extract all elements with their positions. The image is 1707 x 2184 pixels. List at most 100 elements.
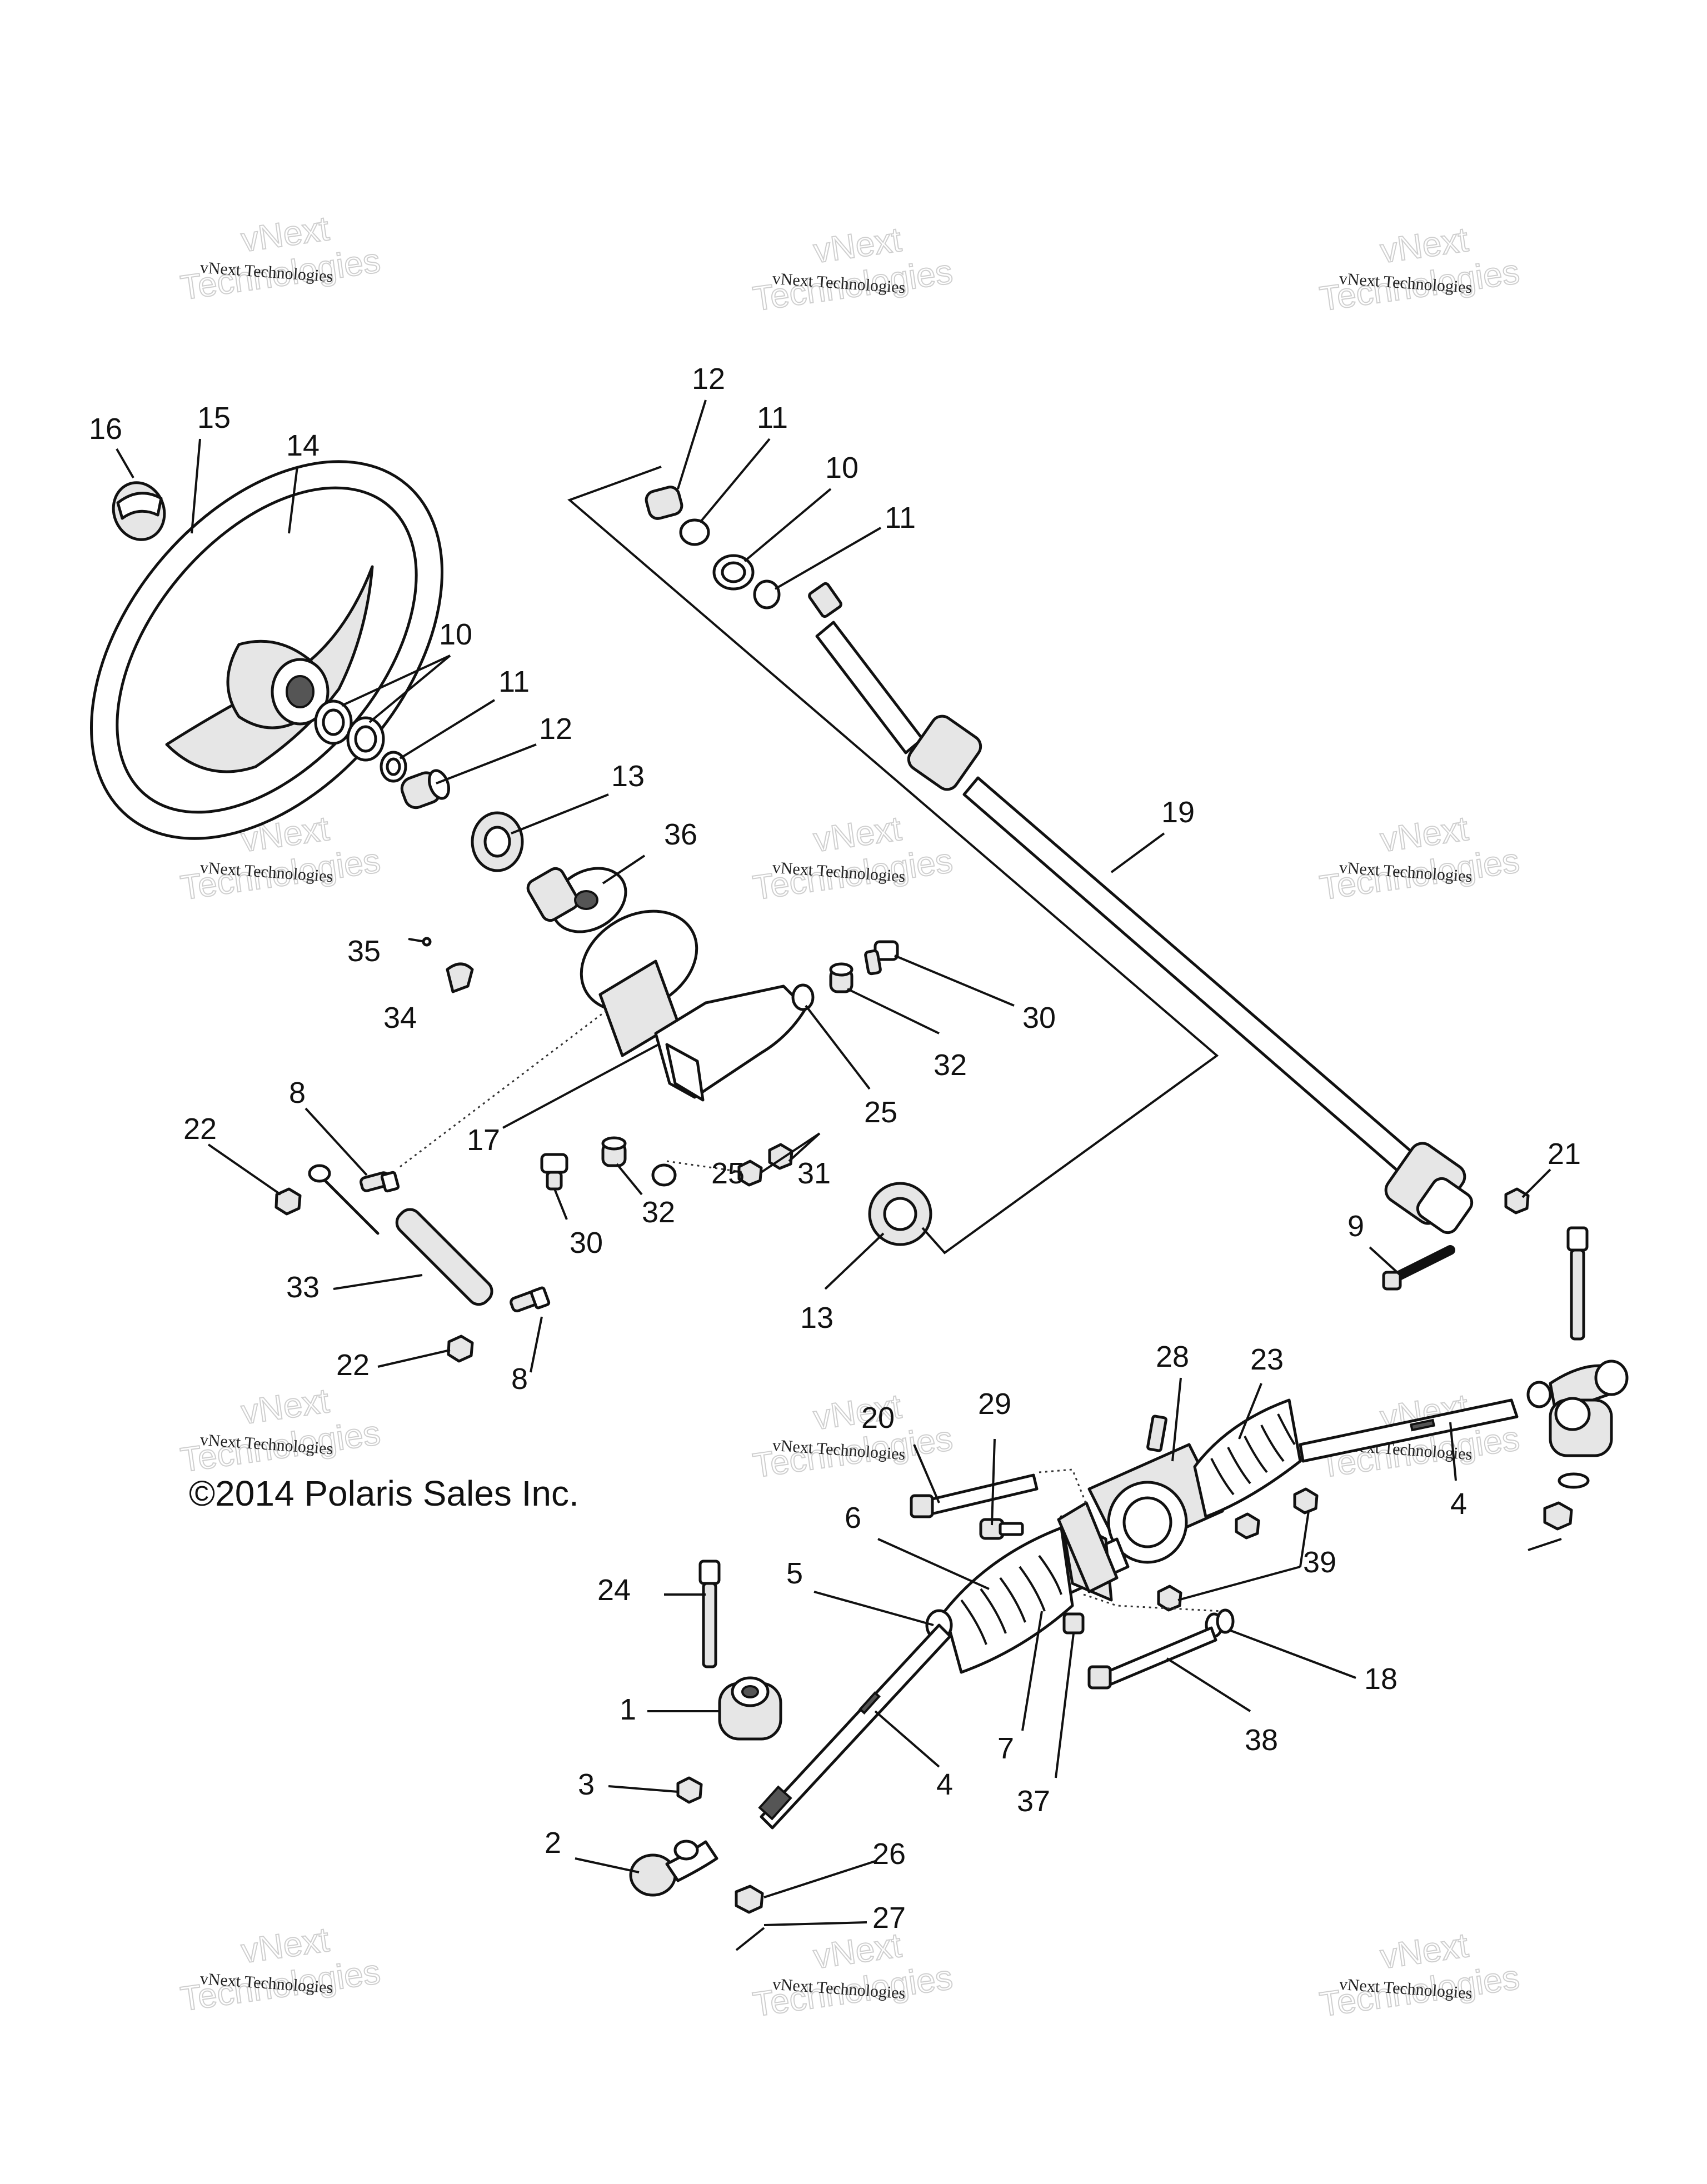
bracket-bolt-part — [1062, 1612, 1085, 1635]
pivot-bolt-right-part — [864, 940, 899, 976]
copyright-notice: ©2014 Polaris Sales Inc. — [189, 1473, 579, 1513]
callout-26: 26 — [872, 1837, 906, 1871]
callout-labels: 16 15 14 10 11 12 13 36 35 34 8 22 17 30… — [89, 362, 1581, 1935]
shaft-bolt-part — [1382, 1245, 1455, 1291]
tie-rod-nut-part — [676, 1776, 703, 1804]
washer-right-part — [791, 983, 815, 1011]
cotter-pin-part — [735, 1927, 765, 1951]
callout-10: 10 — [439, 618, 472, 651]
callout-2: 2 — [545, 1826, 561, 1860]
mount-bushing-right-part — [1549, 1397, 1613, 1457]
callout-11-upper-2: 11 — [885, 501, 916, 534]
callout-3: 3 — [578, 1768, 595, 1801]
watermark-top-right: vNext Technologies vNext Technologies — [1317, 220, 1523, 319]
callout-4-right: 4 — [1450, 1487, 1467, 1521]
callout-5: 5 — [786, 1557, 803, 1590]
spacer-right-part — [829, 962, 854, 993]
washer-center-part — [651, 1163, 677, 1187]
nut-lower-part — [447, 1335, 474, 1363]
lower-bearing-part — [868, 1182, 932, 1246]
watermark-bottom-left: vNext Technologies vNext Technologies — [178, 1920, 383, 2019]
castle-nut-part — [735, 1885, 764, 1914]
horn-cap-part — [112, 481, 166, 541]
callout-32-center: 32 — [642, 1196, 675, 1229]
bushing-part — [400, 769, 450, 809]
callout-13-lower: 13 — [800, 1301, 833, 1335]
long-bolt-lower-part — [1087, 1626, 1217, 1690]
guide-lines — [400, 466, 1223, 1612]
mount-bushing-left-part — [718, 1676, 782, 1741]
flange-bolt-part — [979, 1518, 1024, 1540]
mount-bolt-left-part — [698, 1560, 721, 1668]
callout-27: 27 — [872, 1901, 906, 1935]
callout-25-right: 25 — [864, 1096, 897, 1129]
callout-10-upper: 10 — [825, 451, 859, 484]
callout-12-upper: 12 — [692, 362, 725, 396]
callout-19: 19 — [1161, 796, 1195, 829]
watermark-mid-right: vNext Technologies vNext Technologies — [1317, 809, 1523, 908]
callout-39: 39 — [1303, 1546, 1336, 1579]
pivot-bolt-upper-part — [360, 1171, 400, 1193]
callout-36: 36 — [664, 818, 697, 851]
watermark-mid-center: vNext Technologies vNext Technologies — [750, 809, 956, 908]
steering-hub-part — [526, 867, 627, 933]
callout-22-upper: 22 — [183, 1112, 217, 1146]
callout-30-center: 30 — [570, 1226, 603, 1260]
shaft-nut-part — [1504, 1187, 1530, 1215]
callout-30-right: 30 — [1022, 1001, 1056, 1034]
callout-38: 38 — [1245, 1723, 1278, 1757]
callout-11: 11 — [498, 665, 530, 698]
callout-37: 37 — [1017, 1785, 1050, 1818]
callout-8-upper: 8 — [289, 1076, 306, 1110]
callout-21: 21 — [1548, 1137, 1581, 1171]
watermark-lower-center: vNext Technologies vNext Technologies — [750, 1387, 956, 1486]
rack-bracket-part — [1057, 1501, 1119, 1593]
callout-22-lower: 22 — [336, 1348, 370, 1382]
callout-9: 9 — [1347, 1210, 1364, 1243]
gas-strut-part — [308, 1164, 493, 1306]
watermark-top-center: vNext Technologies vNext Technologies — [750, 220, 956, 319]
pivot-bolt-center-part — [540, 1153, 568, 1191]
tie-rod-right-part — [1299, 1398, 1519, 1463]
watermark-lower-left: vNext Technologies vNext Technologies — [178, 1381, 383, 1480]
callout-16: 16 — [89, 412, 122, 446]
callout-33: 33 — [286, 1271, 320, 1304]
pivot-bolt-lower-part — [510, 1286, 551, 1313]
callout-18: 18 — [1364, 1662, 1397, 1696]
callout-25-center: 25 — [711, 1157, 745, 1190]
watermark-top-left: vNext Technologies vNext Technologies — [178, 209, 383, 308]
thin-washer-part — [380, 751, 407, 783]
hardware-right-part — [1528, 1472, 1590, 1551]
callout-24: 24 — [597, 1573, 631, 1607]
boot-right-part — [1193, 1398, 1302, 1518]
upper-shaft-stack-part — [645, 486, 781, 609]
boot-left-part — [943, 1526, 1074, 1674]
tie-rod-end-left-part — [629, 1840, 718, 1897]
mount-bolt-right-part — [1566, 1226, 1589, 1341]
watermark-bottom-right: vNext Technologies vNext Technologies — [1317, 1926, 1523, 2025]
parts — [90, 460, 1629, 1951]
callout-23: 23 — [1250, 1343, 1284, 1376]
callout-13: 13 — [611, 759, 645, 793]
callout-20: 20 — [861, 1401, 895, 1435]
callout-35: 35 — [347, 934, 381, 968]
callout-1: 1 — [620, 1693, 636, 1726]
callout-6: 6 — [845, 1501, 861, 1535]
tie-rod-left-part — [758, 1623, 952, 1830]
callout-8-lower: 8 — [511, 1362, 528, 1396]
callout-4-left: 4 — [936, 1768, 953, 1801]
callout-12: 12 — [539, 712, 572, 746]
callout-14: 14 — [286, 429, 320, 462]
callout-15: 15 — [197, 401, 231, 434]
washer-pair-part — [314, 699, 385, 762]
pinion-housing-part — [1087, 1415, 1224, 1564]
callout-31: 31 — [797, 1157, 831, 1190]
leader-lines — [116, 399, 1551, 1926]
spacer-center-part — [601, 1136, 627, 1167]
nut-upper-part — [274, 1187, 302, 1216]
callout-34: 34 — [383, 1001, 417, 1034]
steering-wheel-part — [90, 460, 443, 840]
callout-29: 29 — [978, 1387, 1011, 1421]
rack-nut-part — [1157, 1487, 1319, 1612]
